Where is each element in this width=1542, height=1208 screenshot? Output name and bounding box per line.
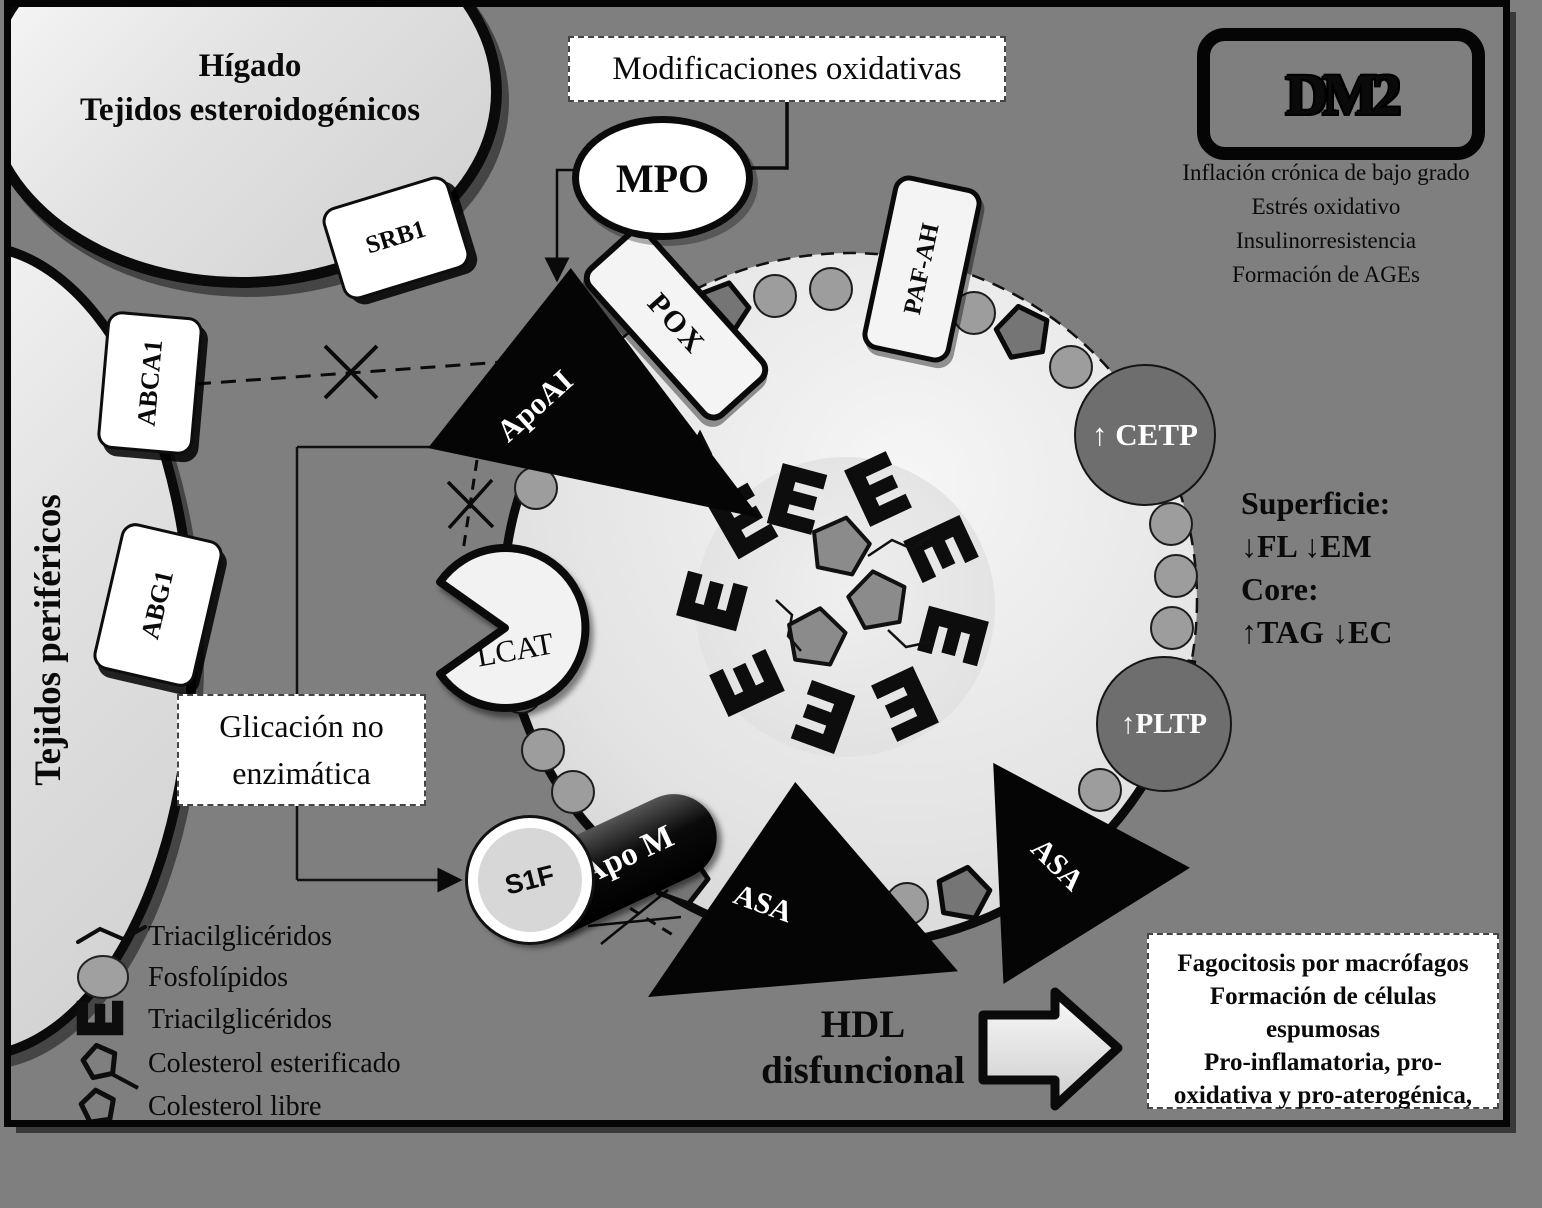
cetp-circle: ↑ CETP — [1074, 364, 1216, 506]
pltp-circle: ↑PLTP — [1096, 656, 1232, 792]
composition-line: ↑TAG ↓EC — [1241, 614, 1393, 650]
s1f-label: S1F — [502, 858, 558, 901]
phospholipid-icon — [809, 267, 853, 311]
apom-dashed-line — [597, 886, 677, 939]
legend-label-triacylglycerides-wavy: Triacilglicéridos — [148, 921, 333, 952]
glycation-box: Glicación no enzimática — [177, 694, 426, 806]
pentagon-outline-icon — [78, 1087, 116, 1125]
oxidation-box-connector — [744, 98, 789, 170]
pentagon-tail-icon — [80, 1042, 139, 1090]
dm2-item: Estrés oxidativo — [1251, 194, 1401, 219]
blocked-x-icon — [587, 889, 682, 945]
outcome-line: Pro-inflamatoria, pro- — [1204, 1049, 1442, 1076]
esterified-cholesterol-icon — [787, 606, 848, 667]
triacylglyceride-icon — [903, 515, 979, 583]
triacylglyceride-icon — [766, 463, 828, 535]
free-cholesterol-icon — [993, 303, 1050, 360]
hdl-dysfunctional-label: HDL disfuncional — [748, 1002, 978, 1094]
dm2-item: Inflación crónica de bajo grado — [1182, 160, 1470, 185]
outcome-line: Fagocitosis por macrófagos — [1177, 950, 1469, 977]
phospholipid-icon — [1049, 345, 1093, 389]
cetp-label: ↑ CETP — [1092, 417, 1198, 452]
composition-line: Superficie: — [1241, 485, 1391, 521]
phospholipid-icon — [1078, 768, 1122, 812]
esterified-cholesterol-icon — [812, 515, 872, 577]
triacylglyceride-icon — [917, 605, 989, 667]
wavy-chain-icon — [887, 629, 931, 649]
legend-label-phospholipids: Fosfolípidos — [148, 962, 289, 993]
outcome-line: espumosas — [1266, 1016, 1380, 1043]
phospholipid-icon — [1150, 606, 1194, 650]
dm2-feature-list: Inflación crónica de bajo grado Estrés o… — [1152, 156, 1500, 292]
dm2-item: Insulinorresistencia — [1235, 228, 1417, 253]
result-block-arrow-icon — [978, 987, 1123, 1111]
dm2-title: DM2 — [1285, 61, 1402, 127]
composition-line: Core: — [1241, 571, 1319, 607]
triacylglyceride-icon — [844, 451, 912, 527]
phospholipid-icon — [1149, 502, 1193, 546]
blocked-x-icon — [323, 344, 379, 400]
blocked-x-icon — [446, 478, 495, 530]
triacylglyceride-icon — [871, 666, 939, 742]
phospholipid-icon — [521, 728, 565, 772]
lcat-pacman-shape — [436, 544, 590, 712]
hdl-line1: HDL — [820, 1003, 906, 1046]
gray-circle-icon — [77, 955, 129, 999]
legend-label-free-cholesterol: Colesterol libre — [148, 1091, 322, 1122]
black-e-icon — [76, 1000, 124, 1036]
triacylglyceride-icon — [709, 649, 785, 717]
outcome-box: Fagocitosis por macrófagos Formación de … — [1147, 933, 1499, 1109]
dm2-item: Formación de AGEs — [1232, 262, 1420, 287]
composition-note: Superficie: ↓FL ↓EM Core: ↑TAG ↓EC — [1241, 482, 1461, 654]
mpo-label: MPO — [615, 155, 710, 201]
free-cholesterol-icon — [936, 864, 993, 921]
pltp-label: ↑PLTP — [1121, 707, 1207, 740]
glycation-line1: Glicación no — [219, 708, 384, 744]
wavy-chain-icon — [867, 534, 931, 558]
liver-label: Hígado Tejidos esteroidogénicos — [30, 44, 470, 132]
phospholipid-icon — [551, 770, 595, 814]
esterified-cholesterol-icon — [846, 569, 907, 630]
phospholipid-icon — [1154, 554, 1198, 598]
wavy-line-icon — [76, 925, 147, 944]
wavy-chain-icon — [775, 599, 802, 652]
legend-label-esterified-cholesterol: Colesterol esterificado — [148, 1048, 401, 1079]
triacylglyceride-icon — [676, 570, 748, 632]
legend-label-triacylglycerides-e: Triacilglicéridos — [148, 1004, 333, 1035]
core-triacylglycerides — [676, 451, 989, 754]
liver-label-line1: Hígado — [198, 48, 302, 84]
dm2-badge: DM2 — [1197, 28, 1485, 160]
core-pentagons — [787, 515, 907, 667]
s1f-circle: S1F — [468, 818, 592, 942]
outcome-line: oxidativa y pro-aterogénica, — [1173, 1082, 1473, 1109]
composition-line: ↓FL ↓EM — [1241, 528, 1372, 564]
oxidative-modifications-box: Modificaciones oxidativas — [568, 36, 1006, 102]
hdl-line2: disfuncional — [761, 1049, 965, 1092]
mpo-ellipse: MPO — [572, 116, 753, 240]
triacylglyceride-icon — [790, 680, 856, 754]
glycation-line2: enzimática — [232, 755, 371, 791]
outcome-line: Formación de células — [1209, 983, 1437, 1010]
liver-label-line2: Tejidos esteroidogénicos — [79, 92, 421, 128]
phospholipid-icon — [753, 274, 797, 318]
mpo-arrow — [544, 168, 578, 283]
core-wavy-chains — [775, 534, 931, 652]
